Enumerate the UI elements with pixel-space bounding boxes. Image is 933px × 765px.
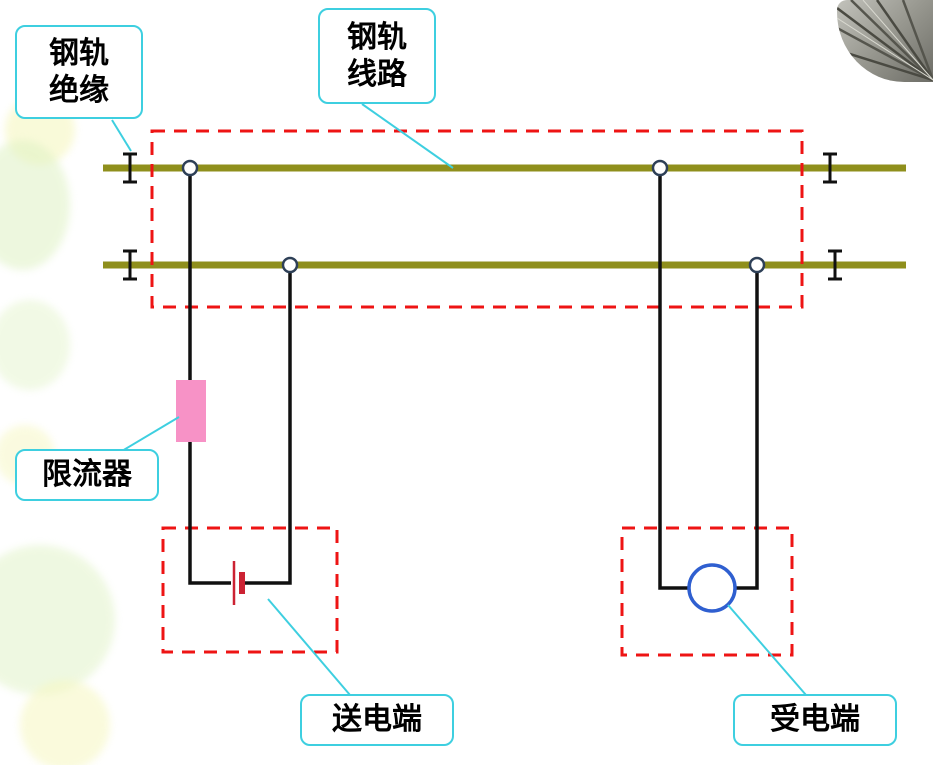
callout-current-limiter: 限流器 <box>15 449 159 501</box>
rail-insulation-symbol <box>123 249 137 281</box>
rail-bond-node <box>281 256 299 274</box>
rail-insulation-symbol <box>828 249 842 281</box>
track-line <box>850 0 933 81</box>
callout-current-limiter-label: 限流器 <box>42 458 132 492</box>
wire-send-bottom <box>245 273 292 585</box>
wire-send-top <box>188 176 231 585</box>
track-line <box>837 7 933 81</box>
callout-receiving-end-label: 受电端 <box>770 703 860 737</box>
relay-symbol <box>687 563 737 613</box>
track-line <box>875 0 933 81</box>
leader-current-limiter <box>121 416 180 452</box>
rail-bond-node <box>748 256 766 274</box>
rail-insulation-symbol <box>823 152 837 184</box>
rail-bond-node <box>651 159 669 177</box>
callout-rail-insulation: 钢轨 绝缘 <box>15 25 143 119</box>
wire-receive-top <box>658 176 690 590</box>
leader-receiving-end <box>727 604 807 696</box>
rail-line-section-box <box>150 129 804 309</box>
rail-bond-node <box>181 159 199 177</box>
current-limiter-symbol <box>176 380 206 442</box>
track-line <box>837 26 933 82</box>
railway-tracks-image <box>837 0 933 82</box>
callout-rail-line: 钢轨 线路 <box>318 8 436 104</box>
leader-sending-end <box>267 598 351 696</box>
callout-rail-line-label: 钢轨 线路 <box>347 20 407 92</box>
wire-receive-bottom <box>734 273 759 590</box>
track-highlight <box>862 0 933 81</box>
callout-rail-insulation-label: 钢轨 绝缘 <box>49 36 109 108</box>
sending-end-box <box>161 526 339 654</box>
leader-rail-line <box>361 103 454 169</box>
leader-rail-insulation <box>111 119 132 152</box>
callout-sending-end: 送电端 <box>300 694 454 746</box>
receiving-end-box <box>620 526 794 657</box>
battery-symbol <box>232 561 245 605</box>
track-line <box>901 0 933 81</box>
track-highlight <box>837 17 933 81</box>
callout-receiving-end: 受电端 <box>733 694 897 746</box>
track-line <box>837 48 933 82</box>
rail-insulation-symbol <box>123 152 137 184</box>
callout-sending-end-label: 送电端 <box>332 703 422 737</box>
